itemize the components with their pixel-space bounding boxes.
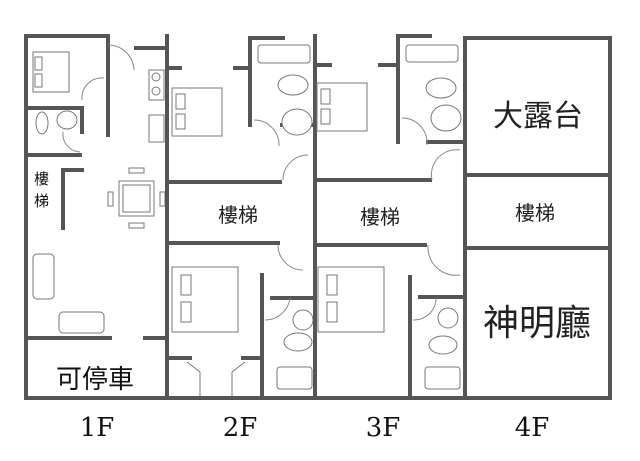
floor-3f: 樓梯 [313, 34, 467, 400]
balcony-icon [186, 361, 246, 399]
dining-table-icon [107, 167, 166, 229]
toilet-icon [277, 74, 313, 352]
bed-icon [317, 266, 385, 333]
stove-icon [148, 69, 165, 101]
stairs-label-bottom: 梯 [34, 192, 49, 210]
toilet-icon [425, 77, 458, 355]
bed-icon [316, 82, 368, 132]
floor-4f: 大露台 樓梯 神明廳 [463, 36, 612, 400]
sofa-icon [32, 253, 105, 334]
stairs-label: 樓梯 [360, 205, 400, 229]
bed-icon [171, 266, 239, 333]
bathtub-icon [257, 44, 313, 390]
floor-2f: 樓梯 [165, 34, 317, 400]
sink-icon [56, 110, 78, 130]
bed-icon [171, 87, 223, 137]
floor-1f: 樓 梯 可停車 [24, 34, 169, 400]
bed-icon [32, 51, 70, 93]
floor-label-3f: 3F [366, 413, 401, 443]
shrine-room-label: 神明廳 [483, 303, 591, 344]
floor-label-1f: 1F [80, 413, 115, 443]
bathtub-icon [405, 44, 461, 390]
toilet-icon [35, 111, 49, 135]
kitchen-sink-icon [148, 114, 165, 143]
sink-icon [281, 108, 314, 331]
terrace-label: 大露台 [493, 99, 583, 134]
floor-label-2f: 2F [223, 413, 258, 443]
stairs-label: 樓梯 [218, 203, 258, 227]
stairs-label-top: 樓 [34, 170, 49, 188]
sink-icon [430, 104, 462, 329]
parking-label: 可停車 [56, 365, 134, 395]
stairs-label: 樓梯 [515, 201, 555, 225]
floor-label-4f: 4F [515, 413, 550, 443]
